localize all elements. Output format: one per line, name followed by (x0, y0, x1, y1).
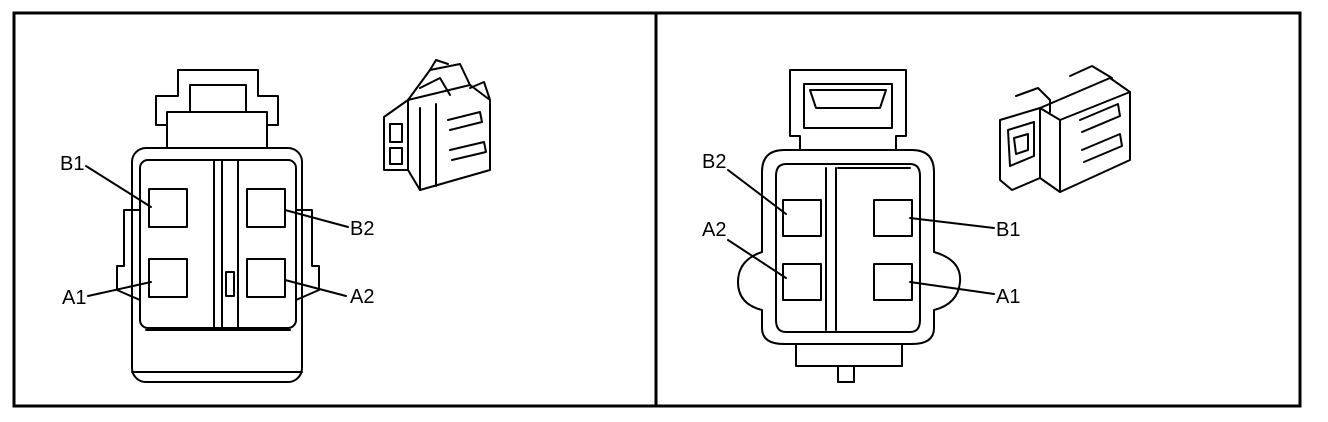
right-cavity-b1 (873, 199, 913, 237)
left-a2-leader (284, 279, 347, 297)
left-cavity-a1 (148, 258, 188, 298)
left-a1-leader (87, 281, 152, 297)
left-label-b2: B2 (350, 218, 374, 240)
right-a2-leader (727, 239, 787, 279)
left-connector-face (116, 69, 320, 383)
right-connector-face (737, 69, 962, 383)
left-cavity-b2 (246, 188, 286, 228)
left-b2-leader (284, 209, 349, 228)
right-b1-leader (909, 217, 995, 229)
right-label-b1: B1 (996, 219, 1020, 241)
right-label-a2: A2 (702, 219, 726, 241)
right-label-a1: A1 (996, 286, 1020, 308)
right-panel: B2 A2 B1 A1 (702, 65, 1131, 383)
left-label-a1: A1 (62, 287, 86, 309)
left-connector-iso (383, 59, 491, 191)
right-b2-leader (727, 169, 787, 215)
right-label-b2: B2 (702, 151, 726, 173)
left-cavity-b1 (148, 188, 188, 228)
right-connector-iso (999, 65, 1131, 193)
right-a1-leader (909, 281, 995, 295)
left-panel: B1 B2 A1 A2 (60, 59, 491, 383)
right-cavity-b2 (782, 199, 822, 237)
left-cavity-a2 (246, 258, 286, 298)
right-cavity-a1 (873, 263, 913, 301)
left-label-b1: B1 (60, 153, 84, 175)
left-label-a2: A2 (350, 286, 374, 308)
left-b1-leader (85, 165, 152, 208)
right-cavity-a2 (782, 263, 822, 301)
